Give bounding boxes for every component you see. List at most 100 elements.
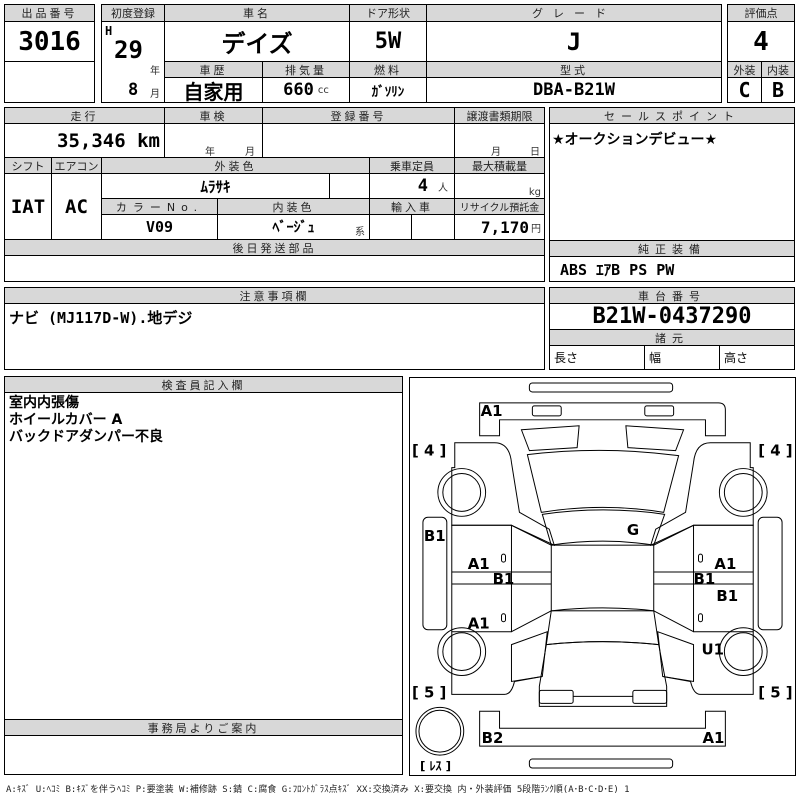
ext-color-extra [329,173,370,199]
inspector-line: バックドアダンパー不良 [9,429,163,445]
inspector-line: 室内内張傷 [9,395,79,411]
load-cell: kg [454,173,545,199]
mark-tire-rl: [ 5 ] [412,683,446,701]
lot-blank [4,61,95,103]
lot-no-label: 出品番号 [4,4,95,22]
import-cell-1 [369,214,412,240]
interior-grade: B [761,77,795,103]
int-color-suffix: 系 [355,227,365,238]
first-reg-label: 初度登録 [101,4,165,22]
mark-left-front-door: A1 [468,555,490,573]
exterior-label: 外装 [727,61,762,78]
inspector-label: 検査員記入欄 [4,376,403,393]
reg-no [262,123,455,158]
car-outline-icon [415,382,783,769]
legend: A:ｷｽﾞ U:ﾍｺﾐ B:ｷｽﾞを伴うﾍｺﾐ P:要塗装 W:補修跡 S:錆 … [6,785,630,795]
shift-label: シフト [4,157,52,174]
mark-tire-fl: [ 4 ] [412,442,446,460]
color-no: V09 [101,214,218,240]
mark-tire-fr: [ 4 ] [758,442,792,460]
grade-label: グレード [426,4,722,22]
fuel: ｶﾞｿﾘﾝ [349,77,427,103]
reg-year: 29 [114,36,143,64]
mark-spare: [ ﾚｽ ] [420,759,451,773]
mark-front-bumper: A1 [481,402,503,420]
recycle-unit: 円 [531,223,541,235]
mark-windshield: G [627,521,639,539]
transfer-cell: 月日 [454,123,545,158]
color-no-label: カラーNo. [101,198,218,215]
car-name: デイズ [164,21,350,62]
transfer-label: 譲渡書類期限 [454,107,545,124]
spec-label: 諸元 [549,329,795,346]
mark-left-sill: B1 [424,527,446,545]
inspection-year: 年 [205,147,215,158]
sales-point: ★オークションデビュー★ [549,123,795,241]
int-color: ﾍﾞｰｼﾞｭ [272,220,315,236]
reg-no-label: 登録番号 [262,107,455,124]
fuel-label: 燃料 [349,61,427,78]
model-label: 型式 [426,61,722,78]
inspection-month: 月 [245,147,255,158]
car-name-label: 車名 [164,4,350,22]
office-label: 事務局よりご案内 [4,719,403,736]
length: 長さ [549,345,645,370]
lot-no: 3016 [4,21,95,62]
mark-right-pillar: B1 [694,570,716,588]
int-color-cell: ﾍﾞｰｼﾞｭ 系 [217,214,370,240]
score: 4 [727,21,795,62]
history: 自家用 [164,77,263,103]
exterior-grade: C [727,77,762,103]
chassis-label: 車台番号 [549,287,795,304]
displacement: 660 [283,80,314,100]
capacity-label: 乗車定員 [369,157,455,174]
interior-label: 内装 [761,61,795,78]
era: H [105,24,113,38]
equipment-label: 純正装備 [549,240,795,257]
recycle-label: リサイクル預託金 [454,198,545,215]
mark-right-rear-door: B1 [716,587,738,605]
height: 高さ [719,345,795,370]
mark-right-front-door: A1 [714,555,736,573]
notes-label: 注意事項欄 [4,287,545,304]
ext-color-label: 外装色 [101,157,370,174]
reg-month: 8 [128,80,139,100]
width: 幅 [644,345,720,370]
inspector-notes: 室内内張傷 ホイールカバー A バックドアダンパー不良 [4,392,403,720]
capacity-unit: 人 [438,182,448,194]
later-parts [4,255,545,282]
load-label: 最大積載量 [454,157,545,174]
inspector-line: ホイールカバー A [9,412,123,428]
door-label: ドア形状 [349,4,427,22]
mileage: 35,346 km [4,123,165,158]
score-label: 評価点 [727,4,795,22]
mark-left-pillar: B1 [493,570,515,588]
door-type: 5W [349,21,427,62]
history-label: 車歴 [164,61,263,78]
shift: IAT [4,173,52,240]
int-color-label: 内装色 [217,198,370,215]
year-unit: 年 [150,66,160,77]
office-notes [4,735,403,775]
capacity: 4 [417,176,428,196]
displacement-label: 排気量 [262,61,350,78]
displacement-unit: cc [317,84,329,96]
inspection-label: 車検 [164,107,263,124]
import-cell-2 [411,214,455,240]
mark-tire-rr: [ 5 ] [758,683,792,701]
sales-point-label: セールスポイント [549,107,795,124]
month-unit: 月 [150,89,160,100]
damage-diagram: A1 [ 4 ] [ 4 ] B1 G A1 B1 A1 A1 B1 B1 U1… [409,377,796,776]
mark-left-rear-door: A1 [468,615,490,633]
mileage-label: 走行 [4,107,165,124]
mark-right-rear-fender: U1 [701,641,723,659]
ac: AC [51,173,102,240]
transfer-day: 日 [530,147,540,158]
equipment: ABS ｴｱB PS PW [549,256,795,282]
import-label: 輸入車 [369,198,455,215]
model: DBA-B21W [426,77,722,103]
mark-rear-bumper-left: B2 [482,729,504,747]
